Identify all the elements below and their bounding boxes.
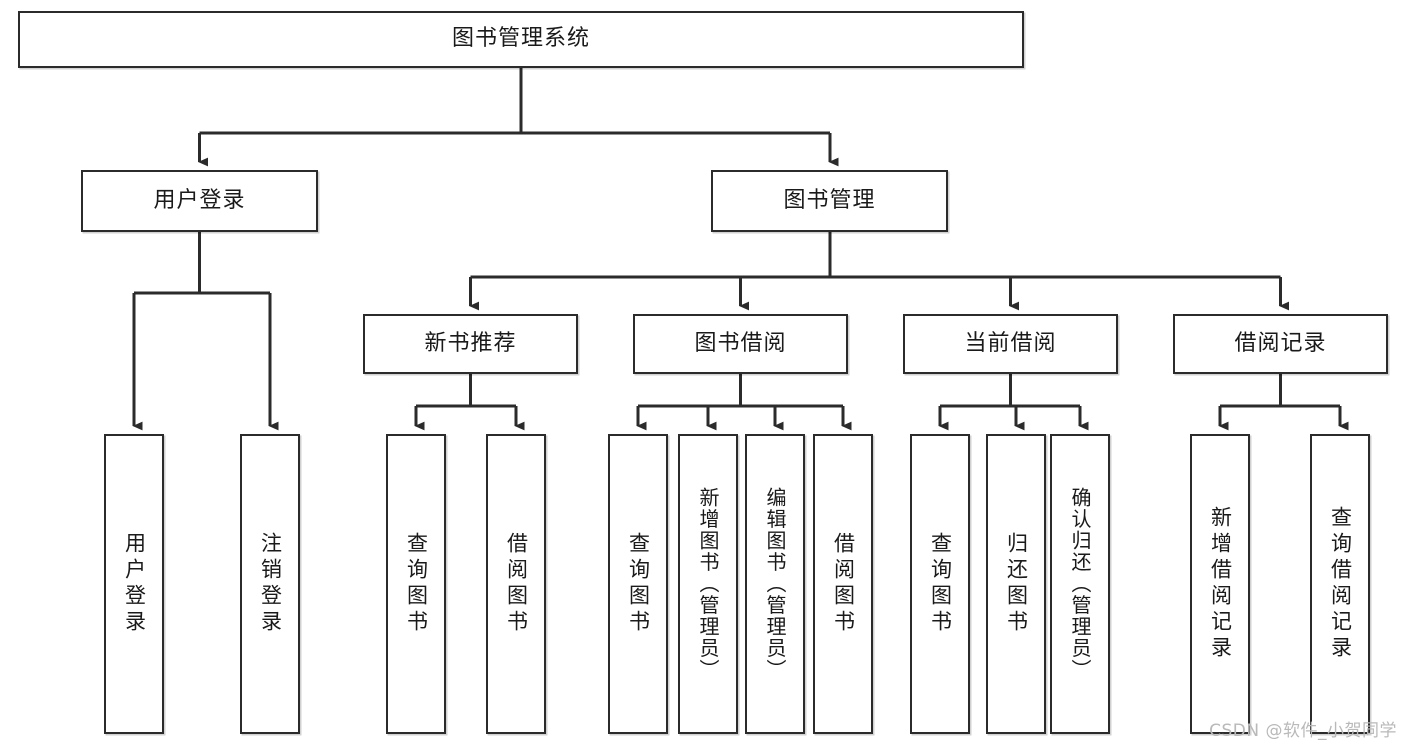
edges-book-manage (469, 232, 1290, 311)
node-user-login[interactable]: 用户登录 (81, 170, 318, 232)
edges-borrow-record (1218, 374, 1349, 431)
node-leaf-borrow-book-1-label: 借阅图书 (504, 532, 529, 636)
node-leaf-user-login-label: 用户登录 (122, 532, 147, 636)
node-leaf-user-logout-label: 注销登录 (258, 532, 283, 636)
node-leaf-query-book-1-label: 查询图书 (404, 532, 429, 636)
node-leaf-add-record-label: 新增借阅记录 (1208, 506, 1233, 662)
node-leaf-return-book[interactable]: 归还图书 (986, 434, 1046, 734)
node-leaf-query-record[interactable]: 查询借阅记录 (1310, 434, 1370, 734)
node-leaf-query-book-2[interactable]: 查询图书 (608, 434, 668, 734)
edges-new-book-rec (414, 374, 525, 431)
node-book-borrow[interactable]: 图书借阅 (633, 314, 848, 374)
node-leaf-confirm-return-label: 确认归还（管理员） (1068, 487, 1092, 681)
node-borrow-record-label: 借阅记录 (1234, 330, 1327, 356)
node-leaf-edit-book-label: 编辑图书（管理员） (763, 487, 787, 681)
node-leaf-query-book-3-label: 查询图书 (928, 532, 953, 636)
node-leaf-return-book-label: 归还图书 (1004, 532, 1029, 636)
node-current-borrow[interactable]: 当前借阅 (903, 314, 1118, 374)
edges-book-borrow (636, 374, 852, 431)
node-user-login-label: 用户登录 (153, 187, 246, 213)
edges-user-login (132, 232, 279, 431)
node-leaf-borrow-book-2[interactable]: 借阅图书 (813, 434, 873, 734)
node-leaf-add-book-label: 新增图书（管理员） (696, 487, 720, 681)
node-leaf-user-logout[interactable]: 注销登录 (240, 434, 300, 734)
node-leaf-user-login[interactable]: 用户登录 (104, 434, 164, 734)
edges-current-borrow (938, 374, 1089, 431)
edges-root (198, 68, 839, 167)
node-new-book-rec[interactable]: 新书推荐 (363, 314, 578, 374)
node-root[interactable]: 图书管理系统 (18, 11, 1024, 68)
node-book-manage-label: 图书管理 (783, 187, 876, 213)
node-new-book-rec-label: 新书推荐 (424, 330, 517, 356)
csdn-watermark: CSDN @软件_小贺同学 (1209, 721, 1397, 741)
node-leaf-confirm-return[interactable]: 确认归还（管理员） (1050, 434, 1110, 734)
node-leaf-query-record-label: 查询借阅记录 (1328, 506, 1353, 662)
node-leaf-borrow-book-2-label: 借阅图书 (831, 532, 856, 636)
node-leaf-borrow-book-1[interactable]: 借阅图书 (486, 434, 546, 734)
node-leaf-query-book-2-label: 查询图书 (626, 532, 651, 636)
node-leaf-add-record[interactable]: 新增借阅记录 (1190, 434, 1250, 734)
node-leaf-query-book-3[interactable]: 查询图书 (910, 434, 970, 734)
node-borrow-record[interactable]: 借阅记录 (1173, 314, 1388, 374)
node-leaf-add-book[interactable]: 新增图书（管理员） (678, 434, 738, 734)
node-book-manage[interactable]: 图书管理 (711, 170, 948, 232)
node-leaf-query-book-1[interactable]: 查询图书 (386, 434, 446, 734)
node-book-borrow-label: 图书借阅 (694, 330, 787, 356)
node-current-borrow-label: 当前借阅 (964, 330, 1057, 356)
node-leaf-edit-book[interactable]: 编辑图书（管理员） (745, 434, 805, 734)
node-root-label: 图书管理系统 (451, 26, 590, 52)
